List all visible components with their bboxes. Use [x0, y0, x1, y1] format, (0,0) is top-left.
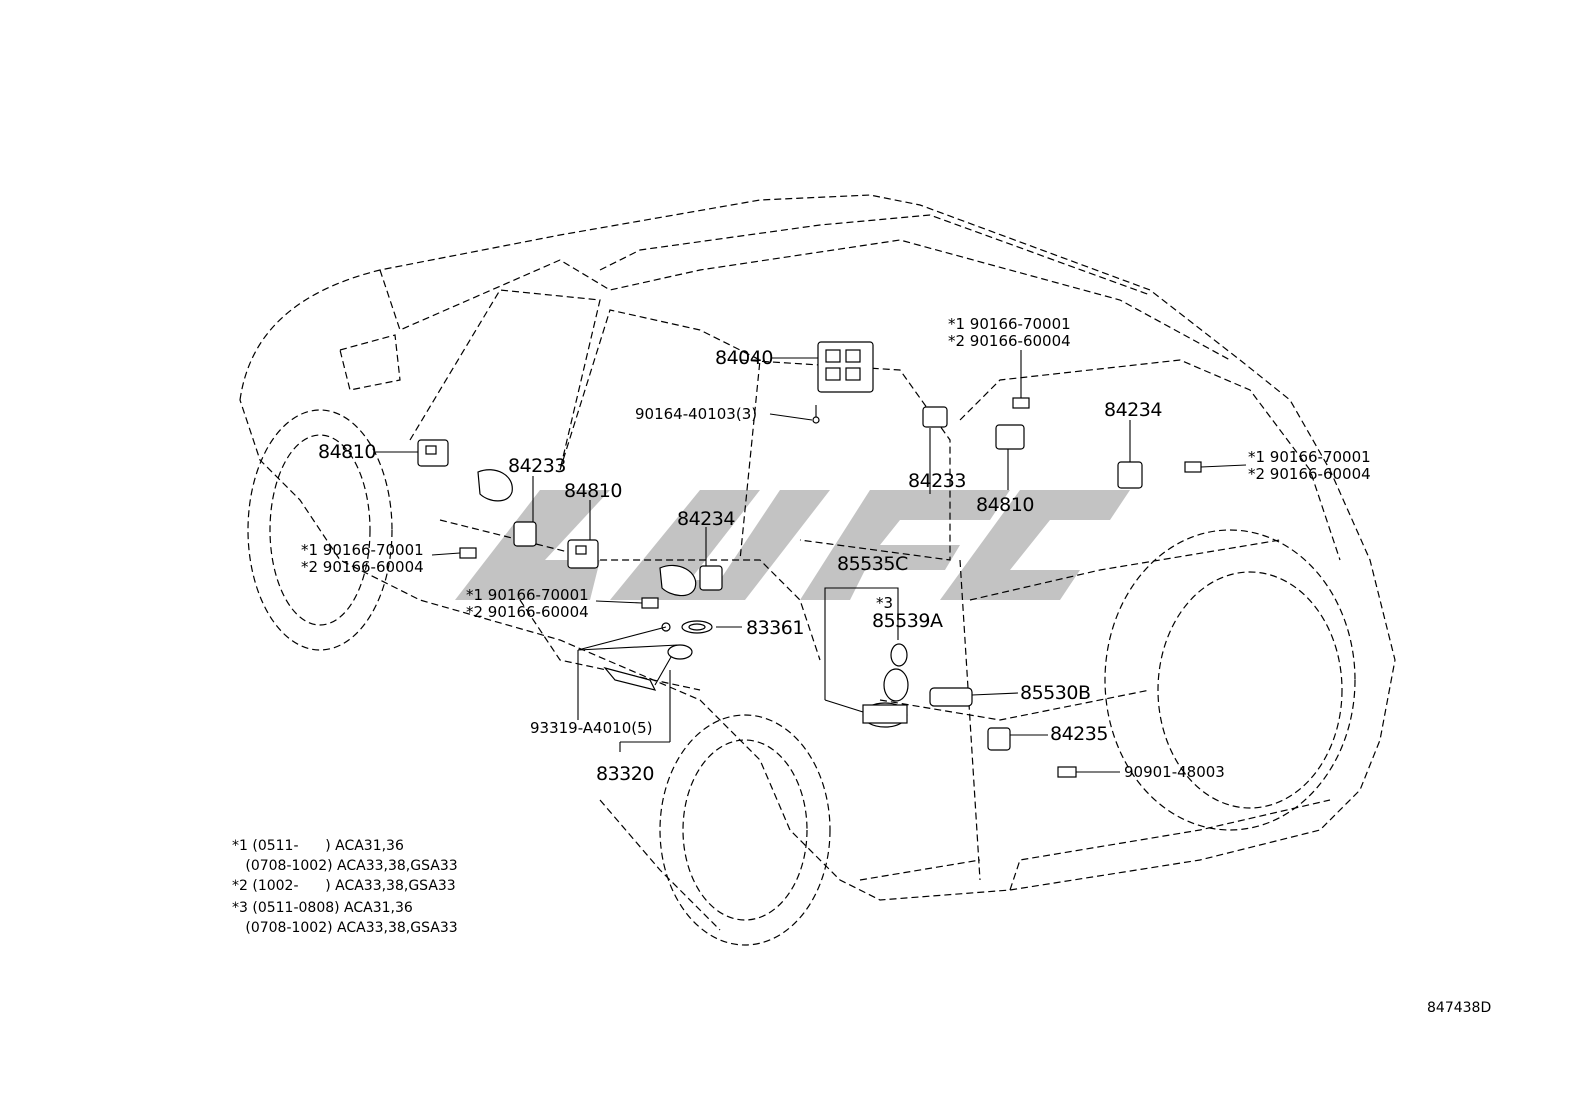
label-84233-right: 84233 — [908, 470, 966, 492]
diagram-code: 847438D — [1427, 1000, 1492, 1016]
switch-84810-middle — [567, 539, 599, 569]
label-84233-left: 84233 — [508, 455, 566, 477]
screw-callout-left-2: *2 90166-60004 — [301, 558, 424, 576]
note-4: *3 (0511-0808) ACA31,36 — [232, 900, 413, 916]
socket-84235 — [987, 727, 1011, 751]
switch-84234-right — [1117, 461, 1143, 489]
leader-lines — [375, 350, 1247, 773]
screw-callout-left-1: *1 90166-70001 — [301, 541, 424, 559]
note-2: (0708-1002) ACA33,38,GSA33 — [232, 858, 458, 874]
harness-83320 — [603, 644, 693, 691]
label-84234-middle: 84234 — [677, 508, 735, 530]
socket-85530b — [929, 687, 973, 707]
screw-callout-top-right-1: *1 90166-70001 — [948, 315, 1071, 333]
label-85530b: 85530B — [1020, 682, 1091, 704]
label-84040: 84040 — [715, 347, 773, 369]
label-83361: 83361 — [746, 617, 804, 639]
screw-90164 — [812, 405, 820, 424]
label-85535c: 85535C — [837, 553, 908, 575]
switch-84810-left — [417, 439, 449, 467]
switch-84233-left — [477, 469, 537, 547]
switch-84040 — [817, 341, 874, 393]
screw-callout-center-1: *1 90166-70001 — [466, 586, 589, 604]
screw-callout-right-1: *1 90166-70001 — [1248, 448, 1371, 466]
label-85539a: 85539A — [872, 610, 943, 632]
screw-callout-top-right-2: *2 90166-60004 — [948, 332, 1071, 350]
note-1: *1 (0511- ) ACA31,36 — [232, 838, 404, 854]
label-84810-middle: 84810 — [564, 480, 622, 502]
grommet-83361 — [661, 620, 713, 634]
switch-84234-middle — [659, 564, 723, 597]
label-84235: 84235 — [1050, 723, 1108, 745]
switch-84233-right — [922, 406, 948, 428]
screw-callout-right-2: *2 90166-60004 — [1248, 465, 1371, 483]
note-3: *2 (1002- ) ACA33,38,GSA33 — [232, 878, 456, 894]
screw-callout-center-2: *2 90166-60004 — [466, 603, 589, 621]
note-5: (0708-1002) ACA33,38,GSA33 — [232, 920, 458, 936]
label-84234-right: 84234 — [1104, 399, 1162, 421]
car-body-outline — [239, 194, 1396, 946]
label-84810-left: 84810 — [318, 441, 376, 463]
label-90164-40103: 90164-40103(3) — [635, 405, 758, 423]
label-84810-right: 84810 — [976, 494, 1034, 516]
label-93319-a4010: 93319-A4010(5) — [530, 719, 653, 737]
label-90901-48003: 90901-48003 — [1124, 763, 1225, 781]
label-83320: 83320 — [596, 763, 654, 785]
switch-84810-right — [995, 424, 1025, 450]
socket-85535c — [862, 643, 909, 728]
label-star3: *3 — [876, 594, 894, 612]
